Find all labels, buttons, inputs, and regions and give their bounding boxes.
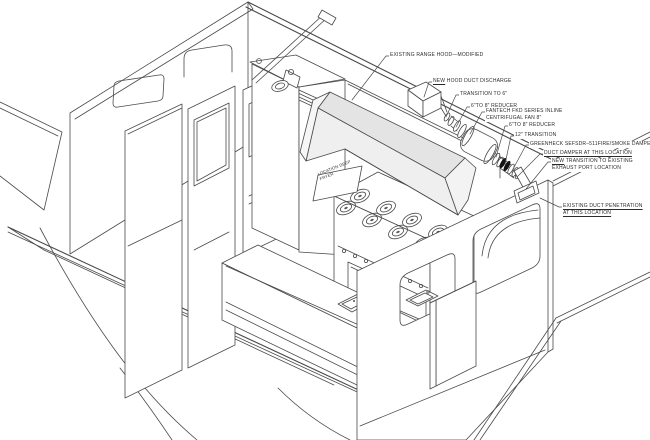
annotation-duct-damper-location: DUCT DAMPER AT THIS LOCATION <box>543 150 633 157</box>
cab-curve-2 <box>487 217 541 259</box>
annotation-transition-12: 12" TRANSITION <box>514 132 558 139</box>
leader-penetration <box>539 197 563 208</box>
leader-existing-range-hood <box>351 55 390 101</box>
rear-sink <box>405 289 439 307</box>
wall-mounted-panel <box>429 280 477 390</box>
toilet <box>256 58 301 92</box>
range-hood <box>299 91 477 216</box>
roof-eave <box>245 1 564 165</box>
left-foldout-panel <box>0 101 63 211</box>
fryer-label-plate <box>312 165 363 202</box>
annotation-existing-range-hood: EXISTING RANGE HOOD—MODIFIED <box>389 52 485 59</box>
leader-new-transition <box>525 161 552 190</box>
leader-lines <box>351 55 563 208</box>
annotation-transition-to-6: TRANSITION TO 6" <box>459 91 509 98</box>
leader-new-hood-duct-discharge <box>423 81 433 98</box>
duct-run <box>407 81 532 190</box>
leader-reducer-lower <box>495 125 509 158</box>
inline-fan <box>459 125 499 165</box>
annotation-greenheck-damper: GREENHECK SEFSDR–511FIRE/SMOKE DAMPER <box>529 141 650 148</box>
leader-fan <box>469 111 486 135</box>
hood-left-cap <box>299 91 331 162</box>
closet-top-ledge <box>249 54 346 88</box>
exhaust-port <box>513 180 540 204</box>
wall-window-cutout <box>112 74 165 108</box>
leader-greenheck <box>511 144 530 172</box>
wall-arch-cutout <box>183 44 233 78</box>
right-front-wall <box>356 179 554 440</box>
annotation-reducer-6-to-8-lower: 6"TO 8" REDUCER <box>508 122 557 129</box>
duct-discharge-box <box>407 81 442 118</box>
smoke-damper <box>499 156 515 179</box>
leader-duct-damper <box>516 153 544 178</box>
leader-reducer-upper <box>455 106 471 128</box>
annotation-new-hood-duct-discharge: NEW HOOD DUCT DISCHARGE <box>432 78 513 85</box>
leader-transition-12 <box>504 135 515 165</box>
ceiling-beam <box>251 9 337 84</box>
cab-curve <box>481 209 539 257</box>
mid-left-wall <box>124 103 183 399</box>
annotation-reducer-6-to-8-upper: 6"TO 8" REDUCER <box>470 103 519 110</box>
leader-transition-to-6 <box>445 94 460 118</box>
hood-right-cap <box>444 157 477 216</box>
